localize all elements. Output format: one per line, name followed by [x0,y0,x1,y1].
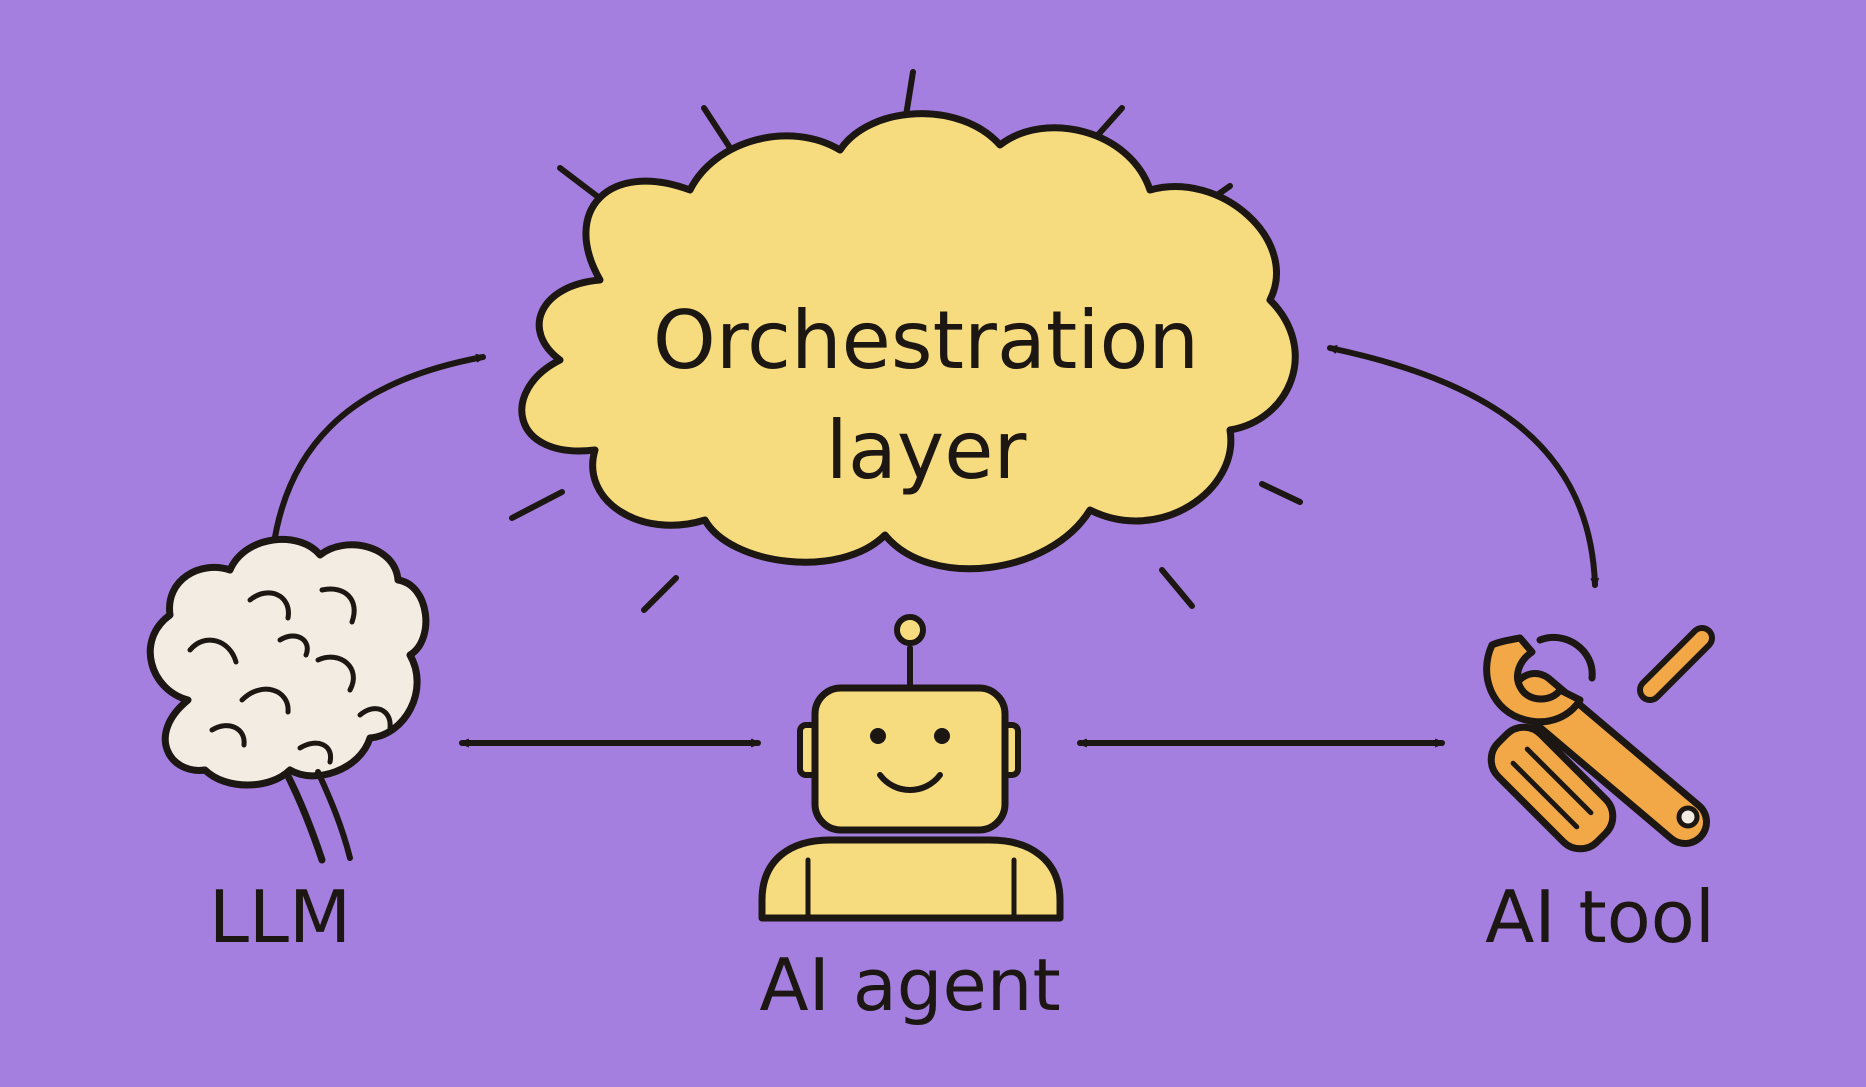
ray [1159,567,1195,609]
llm-node: LLM [146,535,430,959]
wrench-screwdriver-icon [1483,625,1715,853]
ray [509,489,565,521]
ray [1259,481,1303,505]
robot-icon [758,614,1064,922]
agent-label: AI agent [759,943,1060,1027]
orchestration-title-line1: Orchestration [653,294,1199,387]
orchestration-node: Orchestration layer [518,110,1299,573]
arrow-orchestration-tool [1327,345,1600,588]
cloud-icon [518,110,1299,573]
orchestration-title-line2: layer [826,404,1027,497]
agent-node: AI agent [758,614,1064,1027]
tool-label: AI tool [1485,875,1715,959]
ray [641,575,679,613]
tool-node: AI tool [1483,625,1715,959]
brain-icon [146,535,430,864]
llm-label: LLM [209,875,351,959]
